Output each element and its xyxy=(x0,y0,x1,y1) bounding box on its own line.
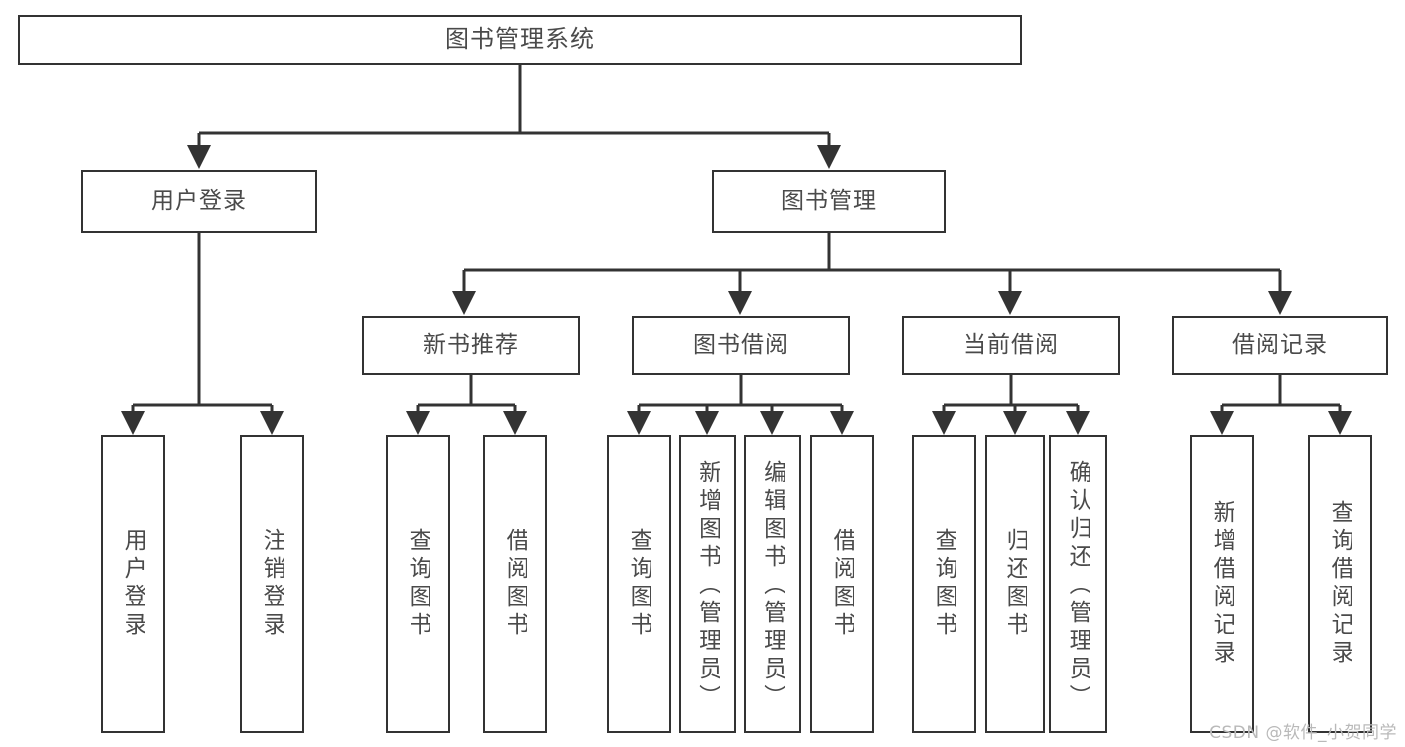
leaf-query-book-recommend[interactable]: 查询图书 xyxy=(386,435,450,733)
node-new-book-recommend[interactable]: 新书推荐 xyxy=(362,316,580,375)
node-label: 查询图书 xyxy=(931,528,957,640)
node-label: 查询借阅记录 xyxy=(1327,500,1353,668)
node-label: 查询图书 xyxy=(405,528,431,640)
node-root[interactable]: 图书管理系统 xyxy=(18,15,1022,65)
node-label: 当前借阅 xyxy=(963,332,1059,359)
node-label: 新书推荐 xyxy=(423,332,519,359)
leaf-add-book-admin[interactable]: 新增图书（管理员） xyxy=(679,435,736,733)
node-label: 用户登录 xyxy=(151,188,247,215)
node-user-login[interactable]: 用户登录 xyxy=(81,170,317,233)
leaf-query-book-borrow[interactable]: 查询图书 xyxy=(607,435,671,733)
node-label: 图书管理 xyxy=(781,188,877,215)
node-borrow-record[interactable]: 借阅记录 xyxy=(1172,316,1388,375)
node-label: 图书借阅 xyxy=(693,332,789,359)
leaf-confirm-return-admin[interactable]: 确认归还（管理员） xyxy=(1049,435,1107,733)
node-label: 图书管理系统 xyxy=(445,25,595,54)
node-label: 注销登录 xyxy=(259,528,285,640)
leaf-borrow-book[interactable]: 借阅图书 xyxy=(810,435,874,733)
node-label: 新增图书（管理员） xyxy=(695,460,720,712)
node-label: 借阅记录 xyxy=(1232,332,1328,359)
node-label: 新增借阅记录 xyxy=(1209,500,1235,668)
leaf-logout[interactable]: 注销登录 xyxy=(240,435,304,733)
node-label: 用户登录 xyxy=(120,528,146,640)
node-label: 归还图书 xyxy=(1002,528,1028,640)
node-label: 借阅图书 xyxy=(502,528,528,640)
leaf-query-borrow-record[interactable]: 查询借阅记录 xyxy=(1308,435,1372,733)
leaf-edit-book-admin[interactable]: 编辑图书（管理员） xyxy=(744,435,801,733)
leaf-user-login[interactable]: 用户登录 xyxy=(101,435,165,733)
node-label: 查询图书 xyxy=(626,528,652,640)
node-label: 编辑图书（管理员） xyxy=(760,460,785,712)
leaf-add-borrow-record[interactable]: 新增借阅记录 xyxy=(1190,435,1254,733)
leaf-return-book[interactable]: 归还图书 xyxy=(985,435,1045,733)
node-book-borrow[interactable]: 图书借阅 xyxy=(632,316,850,375)
node-book-management[interactable]: 图书管理 xyxy=(712,170,946,233)
leaf-query-book-current[interactable]: 查询图书 xyxy=(912,435,976,733)
node-label: 借阅图书 xyxy=(829,528,855,640)
csdn-watermark: CSDN @软件_小贺同学 xyxy=(1209,723,1397,743)
leaf-borrow-book-recommend[interactable]: 借阅图书 xyxy=(483,435,547,733)
node-label: 确认归还（管理员） xyxy=(1065,460,1091,712)
node-current-borrow[interactable]: 当前借阅 xyxy=(902,316,1120,375)
